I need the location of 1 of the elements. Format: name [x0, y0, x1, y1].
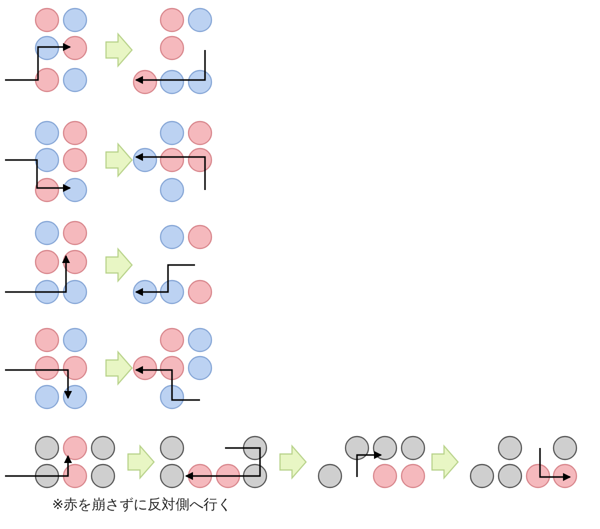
note-text: ※赤を崩さずに反対側へ行く	[52, 496, 232, 514]
